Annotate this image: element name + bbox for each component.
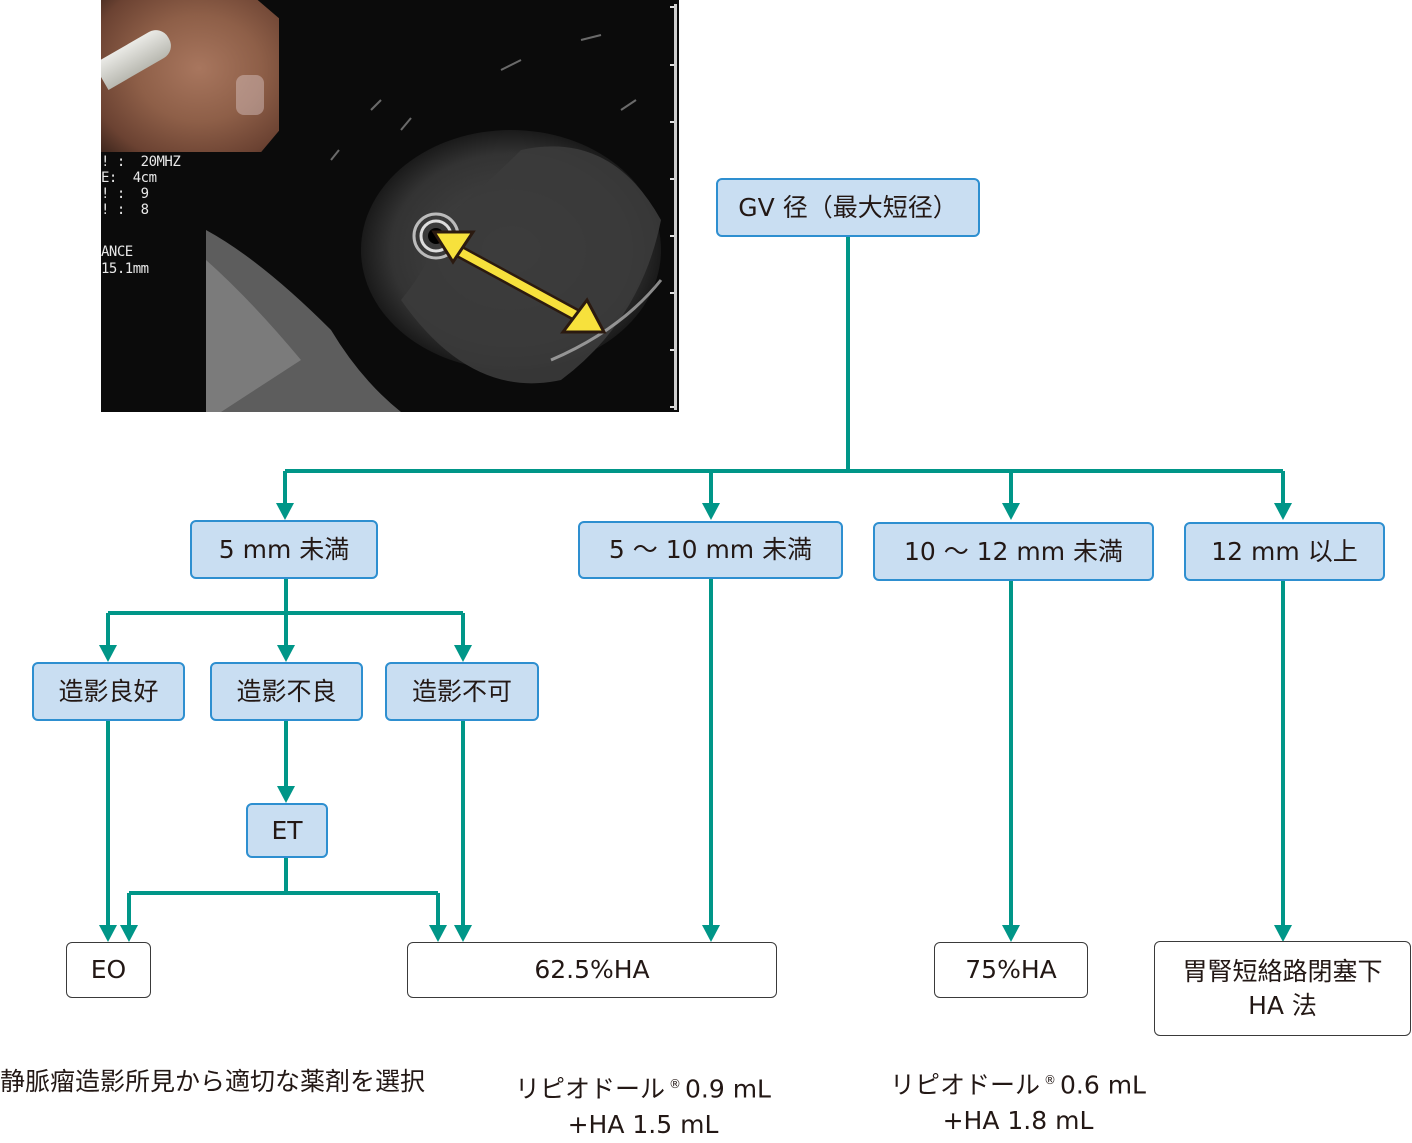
outcome-bro-ha: 胃腎短絡路閉塞下 HA 法 [1154,941,1411,1036]
measurement-arrow [431,230,607,334]
sub-contrast-impossible: 造影不可 [385,662,539,721]
registered-mark: ® [1044,1073,1056,1087]
depth-scale [674,4,677,410]
bro-ha-line1: 胃腎短絡路閉塞下 [1182,956,1383,986]
category-5-10mm: 5 ～ 10 mm 未満 [578,521,843,579]
bro-ha-line2: HA 法 [1248,990,1317,1020]
outcome-75-ha: 75%HA [934,942,1088,998]
category-12mm-or-more: 12 mm 以上 [1184,522,1385,581]
sub-contrast-good: 造影良好 [32,662,185,721]
ultrasound-scan-graphic [206,34,663,412]
us-param-4: ! : 8 [101,202,149,218]
sub-contrast-poor: 造影不良 [210,662,363,721]
lipiodol-volume: 0.6 mL [1060,1070,1146,1100]
category-10-12mm: 10 ～ 12 mm 未満 [873,522,1154,581]
distance-label: ANCE [101,244,133,260]
us-param-3: ! : 9 [101,186,149,202]
lipiodol-volume: 0.9 mL [685,1074,771,1104]
category-under-5mm: 5 mm 未満 [190,520,378,579]
lipiodol-label: リピオドール [889,1070,1040,1100]
us-param-1: ! : 20MHZ [101,154,181,170]
outcome-62-5-ha: 62.5%HA [407,942,777,998]
ha-volume: +HA 1.5 mL [567,1110,719,1140]
note-dose-75: リピオドール ® 0.6 mL +HA 1.8 mL [873,1062,1163,1139]
mucosa-highlight [236,75,264,115]
endoscopic-ultrasound-image: ! : 20MHZ E: 4cm ! : 9 ! : 8 ANCE 15.1mm [101,0,679,412]
note-select-agent: 静脈瘤造影所見から適切な薬剤を選択 [0,1067,426,1096]
note-dose-62-5: リピオドール ® 0.9 mL +HA 1.5 mL [498,1066,788,1143]
endoscopic-view-inset [101,0,279,152]
lipiodol-label: リピオドール [514,1074,665,1104]
outcome-eo: EO [66,942,151,998]
root-node-gv-diameter: GV 径（最大短径） [716,178,980,237]
intermediate-et: ET [246,803,328,858]
ha-volume: +HA 1.8 mL [942,1106,1094,1136]
us-param-2: E: 4cm [101,170,157,186]
distance-value: 15.1mm [101,261,149,277]
registered-mark: ® [669,1077,681,1091]
